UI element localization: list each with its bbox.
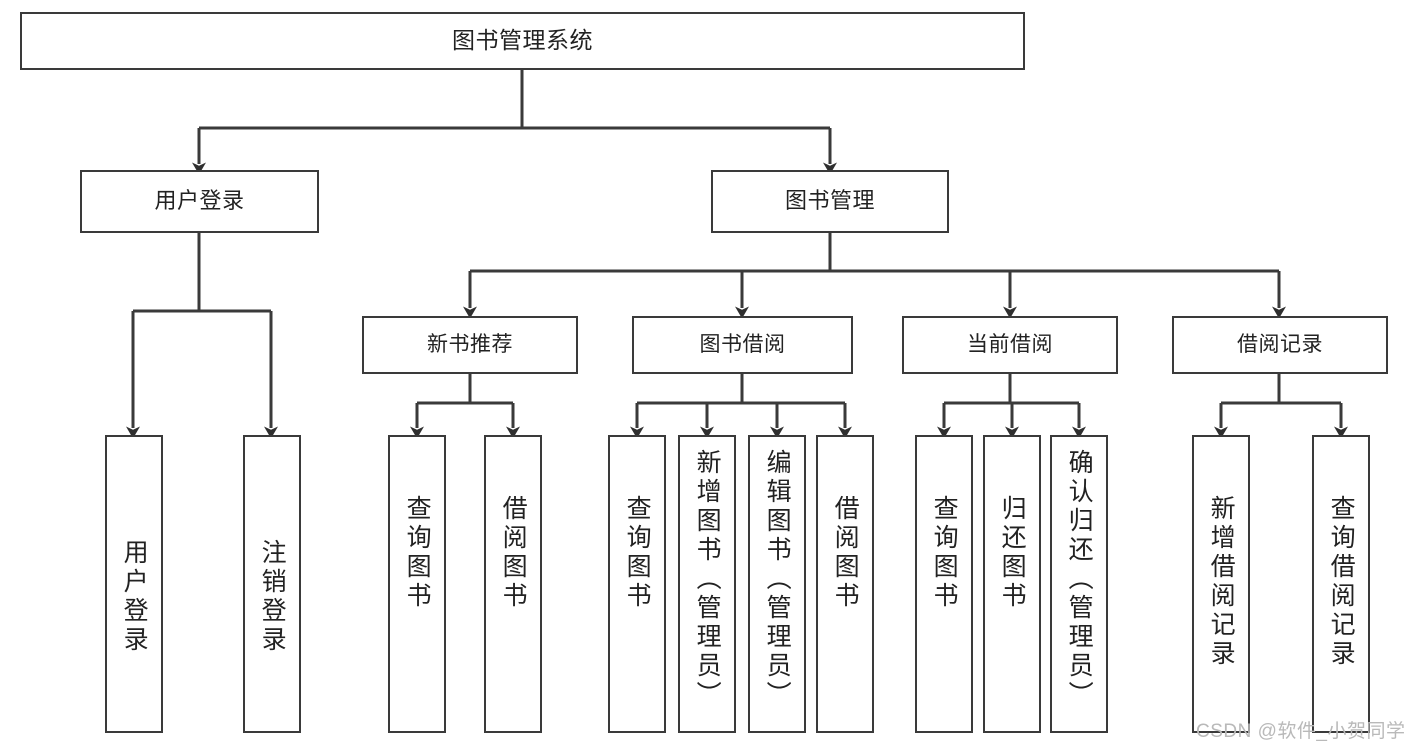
node-user-login[interactable]: 用户登录 xyxy=(80,170,319,233)
node-borrow-record[interactable]: 借阅记录 xyxy=(1172,316,1388,374)
node-label: 确认归还（管理员） xyxy=(1065,449,1094,710)
leaf-query-borrow-record[interactable]: 查询借阅记录 xyxy=(1312,435,1370,733)
leaf-query-book-borrow[interactable]: 查询图书 xyxy=(608,435,666,733)
node-label: 借阅图书 xyxy=(499,495,528,611)
node-label: 查询图书 xyxy=(930,495,959,611)
node-new-book-recommend[interactable]: 新书推荐 xyxy=(362,316,578,374)
leaf-borrow-book-recommend[interactable]: 借阅图书 xyxy=(484,435,542,733)
node-label: 新增借阅记录 xyxy=(1207,495,1236,669)
node-label: 新书推荐 xyxy=(427,333,513,357)
leaf-user-login[interactable]: 用户登录 xyxy=(105,435,163,733)
node-label: 当前借阅 xyxy=(967,333,1053,357)
node-label: 图书借阅 xyxy=(699,333,786,357)
node-label: 新增图书（管理员） xyxy=(693,449,722,710)
node-label: 归还图书 xyxy=(998,495,1027,611)
csdn-watermark: CSDN @软件_小贺同学 xyxy=(1196,721,1405,742)
node-book-manage[interactable]: 图书管理 xyxy=(711,170,949,233)
leaf-logout-login[interactable]: 注销登录 xyxy=(243,435,301,733)
node-label: 用户登录 xyxy=(120,539,149,655)
leaf-return-book[interactable]: 归还图书 xyxy=(983,435,1041,733)
node-label: 借阅图书 xyxy=(831,495,860,611)
leaf-query-book-recommend[interactable]: 查询图书 xyxy=(388,435,446,733)
node-current-borrow[interactable]: 当前借阅 xyxy=(902,316,1118,374)
leaf-borrow-book[interactable]: 借阅图书 xyxy=(816,435,874,733)
leaf-add-book-admin[interactable]: 新增图书（管理员） xyxy=(678,435,736,733)
node-book-management-system[interactable]: 图书管理系统 xyxy=(20,12,1025,70)
leaf-add-borrow-record[interactable]: 新增借阅记录 xyxy=(1192,435,1250,733)
node-label: 查询图书 xyxy=(623,495,652,611)
node-label: 查询借阅记录 xyxy=(1327,495,1356,669)
leaf-query-book-current[interactable]: 查询图书 xyxy=(915,435,973,733)
node-label: 图书管理系统 xyxy=(452,27,593,54)
node-book-borrow[interactable]: 图书借阅 xyxy=(632,316,853,374)
node-label: 注销登录 xyxy=(258,539,287,655)
node-label: 编辑图书（管理员） xyxy=(763,449,792,710)
node-label: 借阅记录 xyxy=(1237,333,1323,357)
node-label: 查询图书 xyxy=(403,495,432,611)
leaf-edit-book-admin[interactable]: 编辑图书（管理员） xyxy=(748,435,806,733)
node-label: 用户登录 xyxy=(154,188,245,214)
node-label: 图书管理 xyxy=(784,188,875,214)
leaf-confirm-return-admin[interactable]: 确认归还（管理员） xyxy=(1050,435,1108,733)
